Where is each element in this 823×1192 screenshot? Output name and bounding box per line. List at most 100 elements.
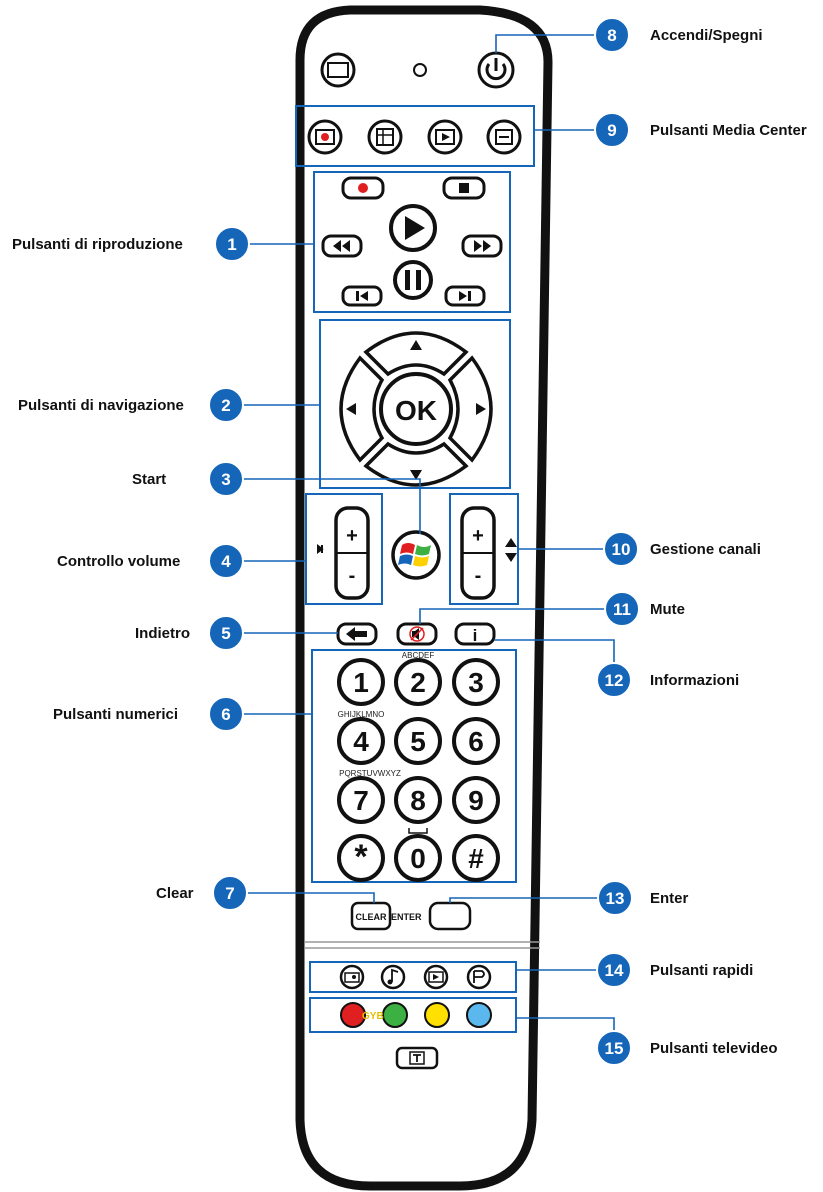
rewind-button[interactable] [321,234,363,258]
key-label: 3 [468,667,484,698]
key-label: * [354,838,368,876]
arrow-up-icon [410,340,422,350]
key-label: 1 [353,667,369,698]
volume-speaker-icon [317,544,324,554]
blue-button[interactable] [466,1002,492,1028]
nav-up-button[interactable] [363,331,469,377]
dvd-menu-button[interactable] [486,119,522,155]
radio-button[interactable] [466,964,492,990]
info-button[interactable]: i [454,622,496,646]
callout-number: 11 [613,600,631,619]
key-3-button[interactable]: 3 [452,658,500,706]
callout-badge [208,615,244,651]
nav-down-button[interactable] [363,441,469,487]
teletext-group [309,997,517,1033]
info-label: i [473,626,478,645]
stop-button[interactable] [442,176,486,200]
green-button[interactable] [382,1002,408,1028]
volume-rocker[interactable]: + - [334,506,370,600]
pause-button[interactable] [393,260,433,300]
yellow-button[interactable] [424,1002,450,1028]
start-button[interactable] [391,530,441,580]
callout-number: 12 [605,671,624,690]
leader-line [242,478,421,534]
record-icon [358,183,368,193]
callout-number: 2 [221,396,230,415]
ok-label: OK [395,395,437,426]
skip-forward-button[interactable] [444,285,486,307]
leader-line [495,34,596,53]
callout-number: 8 [607,26,616,45]
key-7-button[interactable]: 7 [337,776,385,824]
nav-left-button[interactable] [339,355,385,463]
windows-logo-icon [398,543,431,567]
key-8-button[interactable]: 8 [394,776,442,824]
key-star-button[interactable]: * [337,834,385,882]
callout-number: 15 [605,1039,624,1058]
fast-forward-icon [474,240,491,252]
arrow-left-icon [346,403,356,415]
key-label: 7 [353,785,369,816]
skip-back-button[interactable] [341,285,383,307]
play-button[interactable] [389,204,437,252]
media-center-group [295,105,535,167]
record-button[interactable] [341,176,385,200]
callout-badge [208,461,244,497]
key-label: # [468,843,484,874]
key-2-button[interactable]: 2 [394,658,442,706]
menu-icon [495,129,513,145]
clear-label: CLEAR [356,912,387,922]
key-4-button[interactable]: 4 [337,717,385,765]
key-1-button[interactable]: 1 [337,658,385,706]
callout-badge [604,591,640,627]
ir-led-icon [413,63,427,77]
callout-8: 8 Accendi/Spegni [495,17,763,53]
letters-ghi: GHIJKLMNO [338,710,385,719]
aspect-button[interactable] [320,52,356,88]
fast-forward-button[interactable] [461,234,503,258]
nav-right-button[interactable] [447,355,493,463]
key-6-button[interactable]: 6 [452,717,500,765]
playback-group [313,171,511,313]
red-button[interactable] [340,1002,366,1028]
music-button[interactable] [380,964,406,990]
power-button[interactable] [477,51,515,89]
enter-button[interactable] [428,901,472,931]
callout-label: Pulsanti di riproduzione [12,236,183,253]
key-0-button[interactable]: 0 [394,834,442,882]
key-hash-button[interactable]: # [452,834,500,882]
key-label: 4 [353,726,369,757]
guide-button[interactable] [367,119,403,155]
key-9-button[interactable]: 9 [452,776,500,824]
pictures-button[interactable] [339,964,365,990]
enter-printed-label: ENTER [391,912,422,922]
callout-label: Pulsanti Media Center [650,122,807,139]
camera-icon [344,972,360,983]
teletext-button[interactable] [395,1046,439,1070]
recorded-tv-button[interactable] [427,119,463,155]
callout-label: Indietro [135,625,190,642]
key-label: 9 [468,785,484,816]
callout-number: 6 [221,705,230,724]
video-icon [428,971,444,983]
videos-button[interactable] [423,964,449,990]
mute-button[interactable] [396,622,438,646]
callout-label: Accendi/Spegni [650,27,763,44]
ok-button[interactable]: OK [379,372,453,446]
record-dot-icon [321,133,329,141]
back-arrow-icon [346,627,367,641]
channel-rocker[interactable]: + - [460,506,496,600]
leader-line [419,608,606,624]
live-tv-button[interactable] [307,119,343,155]
leader-line [494,639,615,664]
key-5-button[interactable]: 5 [394,717,442,765]
back-button[interactable] [336,622,378,646]
clear-button[interactable]: CLEAR [350,901,392,931]
